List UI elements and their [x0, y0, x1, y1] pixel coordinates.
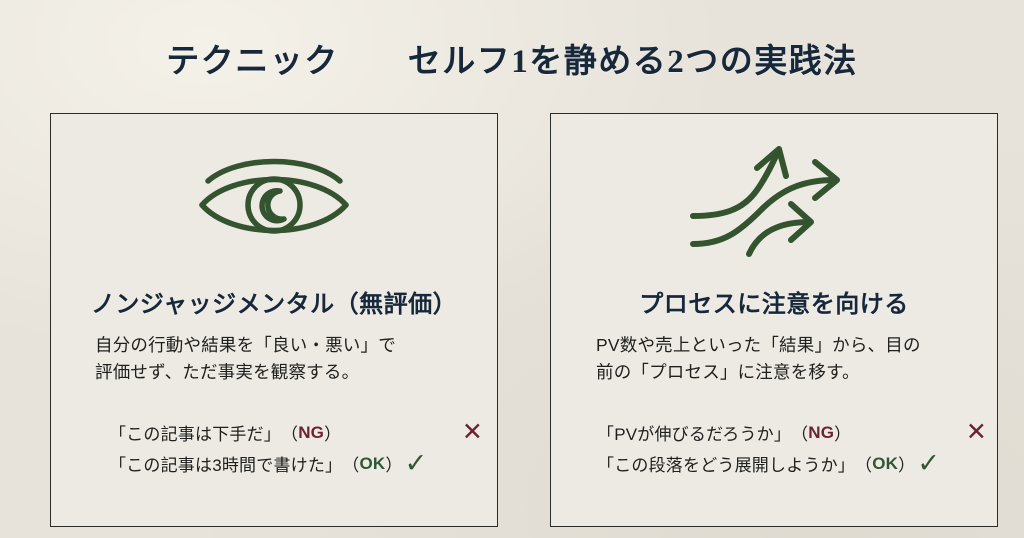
paren-close: ） [385, 456, 403, 475]
arrows-icon [551, 136, 997, 261]
tag-ng: NG [298, 422, 325, 442]
card-heading: プロセスに注意を向ける [639, 292, 909, 318]
card-body-line1: PV数や売上といった「結果」から、目の [596, 335, 921, 355]
cards-container: ノンジャッジメンタル（無評価） 自分の行動や結果を「良い・悪い」で 評価せず、た… [50, 113, 998, 527]
card-body-line1: 自分の行動や結果を「良い・悪い」で [95, 335, 396, 355]
examples-list: 「この記事は下手だ」 （ NG ） ✕ 「この記事は3時間で書けた」 （ OK … [51, 417, 497, 479]
check-mark-icon: ✓ [917, 448, 941, 478]
example-quote: 「この記事は下手だ」 [109, 425, 281, 444]
example-row: 「この段落をどう展開しようか」 （ OK ） ✓ [597, 448, 987, 479]
card-nonjudgmental: ノンジャッジメンタル（無評価） 自分の行動や結果を「良い・悪い」で 評価せず、た… [50, 113, 498, 527]
tag-ng: NG [808, 422, 835, 442]
cross-mark-icon: ✕ [461, 418, 483, 446]
paren-close: ） [834, 425, 852, 444]
example-row: 「この記事は下手だ」 （ NG ） ✕ [109, 417, 483, 448]
example-quote: 「この段落をどう展開しようか」 [597, 456, 855, 475]
tag-ok: OK [359, 453, 386, 473]
paren-open: （ [342, 456, 360, 475]
paren-close: ） [324, 425, 342, 444]
card-body: 自分の行動や結果を「良い・悪い」で 評価せず、ただ事実を観察する。 [95, 332, 471, 386]
paren-open: （ [281, 425, 299, 444]
check-mark-icon: ✓ [404, 448, 428, 478]
paren-open: （ [855, 456, 873, 475]
card-process-focus: プロセスに注意を向ける PV数や売上といった「結果」から、目の 前の「プロセス」… [550, 113, 998, 527]
paren-close: ） [898, 456, 916, 475]
page-title: テクニック セルフ1を静める2つの実践法 [166, 44, 858, 80]
card-heading: ノンジャッジメンタル（無評価） [90, 292, 458, 318]
example-quote: 「この記事は3時間で書けた」 [109, 456, 343, 475]
eye-icon [51, 136, 497, 261]
cross-mark-icon: ✕ [965, 418, 987, 446]
card-body-line2: 前の「プロセス」に注意を移す。 [596, 362, 860, 383]
examples-list: 「PVが伸びるだろうか」 （ NG ） ✕ 「この段落をどう展開しようか」 （ … [551, 417, 997, 479]
example-row: 「この記事は3時間で書けた」 （ OK ） ✓ [109, 448, 483, 479]
paren-open: （ [791, 425, 809, 444]
card-body-line2: 評価せず、ただ事実を観察する。 [95, 362, 360, 383]
card-body: PV数や売上といった「結果」から、目の 前の「プロセス」に注意を移す。 [596, 332, 975, 386]
tag-ok: OK [872, 453, 899, 473]
example-row: 「PVが伸びるだろうか」 （ NG ） ✕ [597, 417, 987, 448]
example-quote: 「PVが伸びるだろうか」 [597, 425, 792, 444]
